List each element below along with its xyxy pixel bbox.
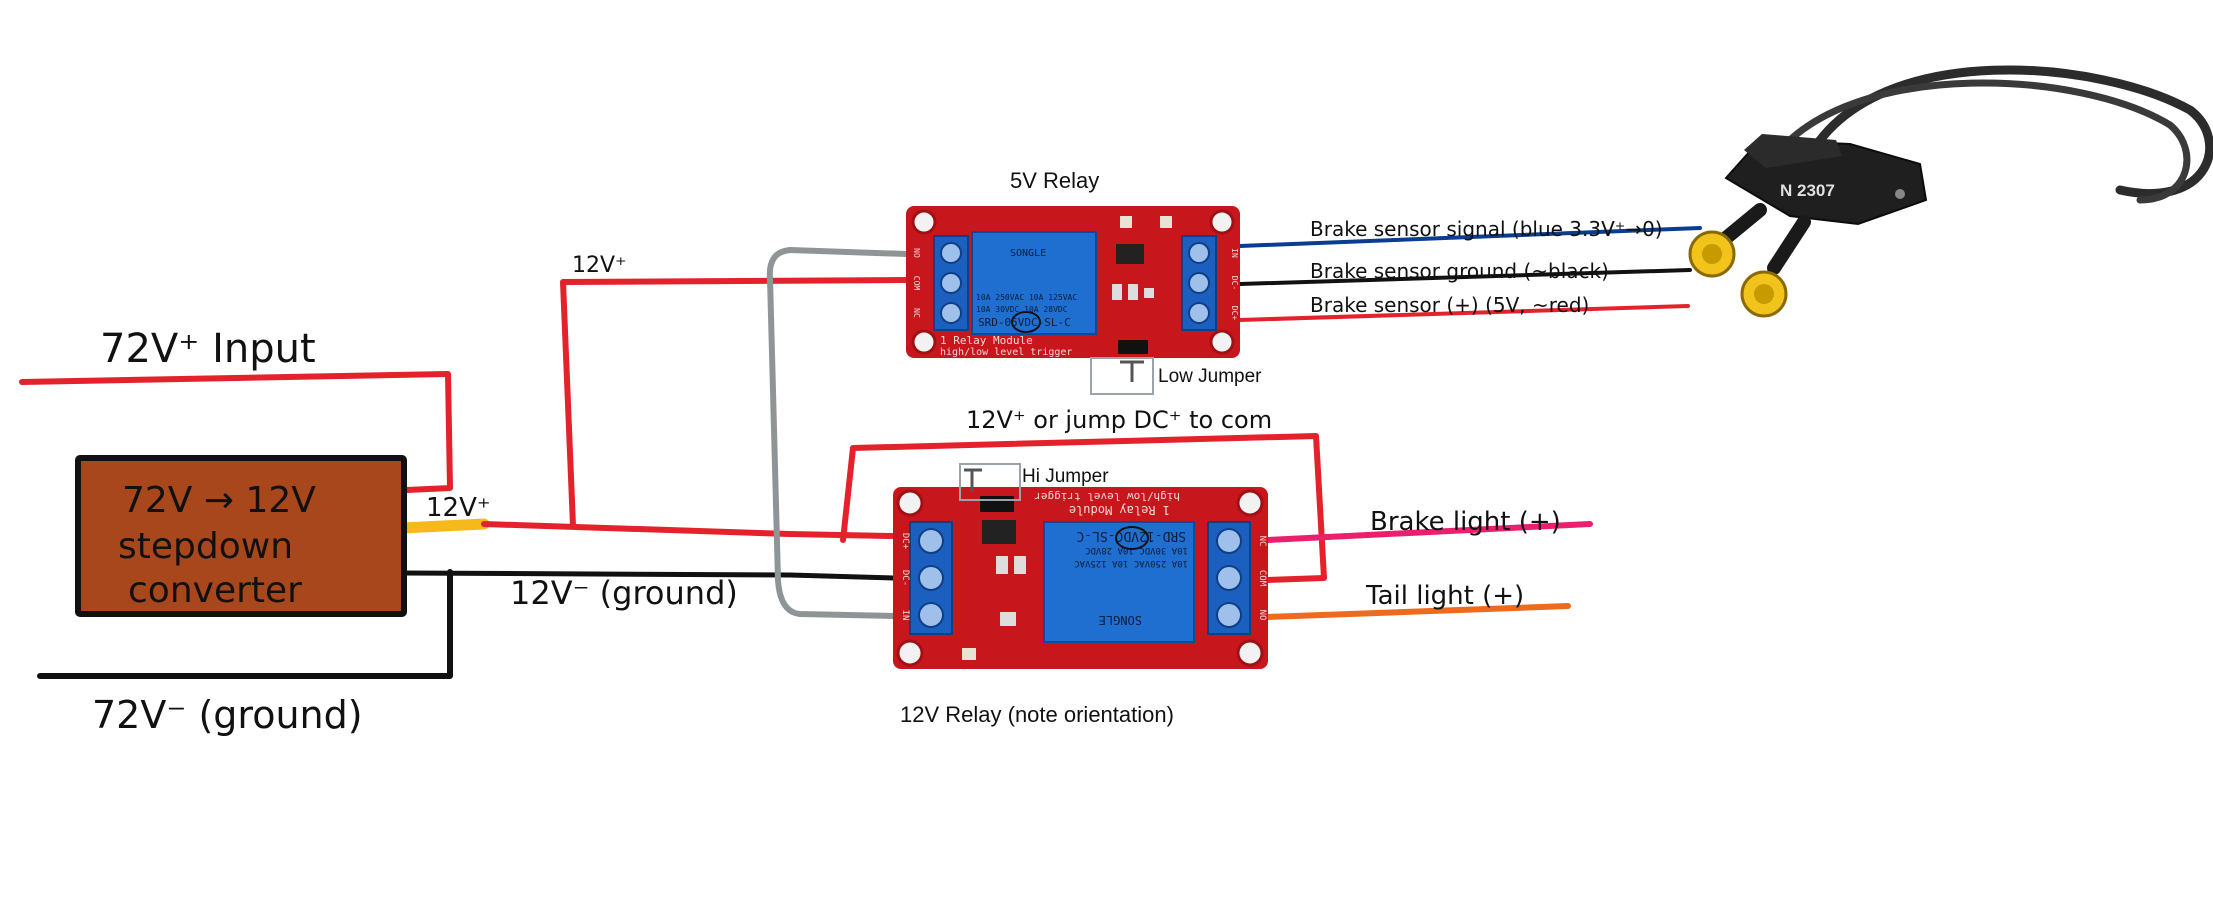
wire-brake-light [1265,521,1593,543]
label-brake-light: Brake light (+) [1370,507,1561,537]
converter-label-line2: stepdown [118,526,293,567]
wire-tail-light [1265,603,1571,620]
sensor-cable [1776,79,2191,204]
wire-brake-ground [1238,268,1692,286]
relay-5v-module-line1: 1 Relay Module [940,334,1033,347]
label-jump-note: 12V⁺ or jump DC⁺ to com [966,406,1272,434]
relay-5v-module: SONGLE 10A 250VAC 10A 125VAC 10A 30VDC 1… [906,206,1240,358]
low-jumper-callout: Low Jumper [1090,357,1262,395]
relay-5v-left-pin-label: COM [912,276,921,291]
label-72v-ground: 72V⁻ (ground) [92,693,363,737]
relay-5v-left-pin-label: NC [912,308,921,318]
relay-5v-model: SRD-05VDC-SL-C [978,316,1071,329]
low-jumper-header [1118,340,1148,354]
hi-jumper-header [980,496,1014,512]
wire-72v-positive [19,371,453,493]
wire-relay-signal [766,247,909,619]
relay-5v-title: 5V Relay [1010,168,1099,193]
mount-hole [911,209,937,235]
relay-5v-right-pin-label: DC- [1230,276,1239,290]
relay-12v-cube [1043,521,1195,643]
model-highlight-circle [1115,526,1149,550]
relay-12v-module-line1: 1 Relay Module [1069,503,1170,517]
label-brake-ground: Brake sensor ground (~black) [1310,259,1609,283]
hi-jumper-callout: Hi Jumper [959,463,1109,501]
low-jumper-label: Low Jumper [1158,366,1262,387]
relay-5v-brand: SONGLE [1010,248,1046,259]
relay-12v-brand: SONGLE [1099,613,1142,627]
relay-12v-right-pin-label: NC [1257,536,1267,547]
sensor-body-upper [1744,134,1842,168]
mount-hole [896,639,924,667]
converter-label-line3: converter [128,570,302,611]
mount-hole [1209,329,1235,355]
model-highlight-circle [1011,311,1041,333]
relay-12v-module-line2: high/low level trigger [1034,490,1180,503]
relay-12v-rating2: 10A 30VDC 10A 28VDC [1085,545,1188,555]
mount-hole [1236,489,1264,517]
mount-hole [911,329,937,355]
wire-12v-to-com [840,433,1327,583]
label-12v-ground: 12V⁻ (ground) [510,574,738,612]
relay-12v-model: SRD-12VDC-SL-C [1076,528,1186,543]
wire-12v-ground [399,570,896,581]
wire-brake-signal [1238,226,1702,248]
wire-12v-positive-yellow [396,518,490,534]
relay-12v-right-pin-label: COM [1257,570,1267,587]
sensor-tag: N 2307 [1780,181,1835,200]
wire-brake-power [1238,304,1690,322]
label-12v-out-positive: 12V⁺ [426,493,491,523]
label-brake-power: Brake sensor (+) (5V, ~red) [1310,293,1589,317]
mount-hole [1236,639,1264,667]
relay-5v-left-pin-label: NO [912,248,921,258]
relay-12v-right-pin-label: NO [1257,610,1267,621]
label-12v-rail: 12V⁺ [572,253,627,278]
relay-5v-module-line2: high/low level trigger [940,347,1072,358]
brake-sensor: N 2307 [1688,65,2213,318]
relay-12v-left-pin-label: DC- [900,570,910,586]
relay-5v-right-pin-label: DC+ [1230,306,1239,321]
relay-12v-title: 12V Relay (note orientation) [900,702,1174,727]
relay-5v-rating2: 10A 30VDC 10A 28VDC [976,305,1068,314]
wire-12v-to-5v-relay [560,277,909,529]
stepdown-converter: 72V → 12V stepdown converter [75,455,407,617]
converter-label-line1: 72V → 12V [122,480,316,521]
wire-12v-positive [481,521,896,539]
mount-hole [1209,209,1235,235]
label-brake-signal: Brake sensor signal (blue 3.3V⁺→0) [1310,217,1663,241]
label-72v-input: 72V⁺ Input [100,326,316,372]
label-tail-light: Tail light (+) [1365,581,1524,611]
relay-12v-left-pin-label: IN [900,610,910,621]
relay-12v-left-pin-label: DC+ [900,533,910,550]
wire-72v-ground [37,569,453,679]
relay-12v-module: SRD-12VDC-SL-C 10A 30VDC 10A 28VDC 10A 2… [893,487,1268,669]
relay-5v-right-pin-label: IN [1230,248,1239,258]
relay-12v-rating1: 10A 250VAC 10A 125VAC [1074,558,1188,568]
hi-jumper-label: Hi Jumper [1022,466,1109,487]
relay-5v-rating1: 10A 250VAC 10A 125VAC [976,293,1077,302]
mount-hole [896,489,924,517]
relay-5v-cube [971,231,1097,335]
